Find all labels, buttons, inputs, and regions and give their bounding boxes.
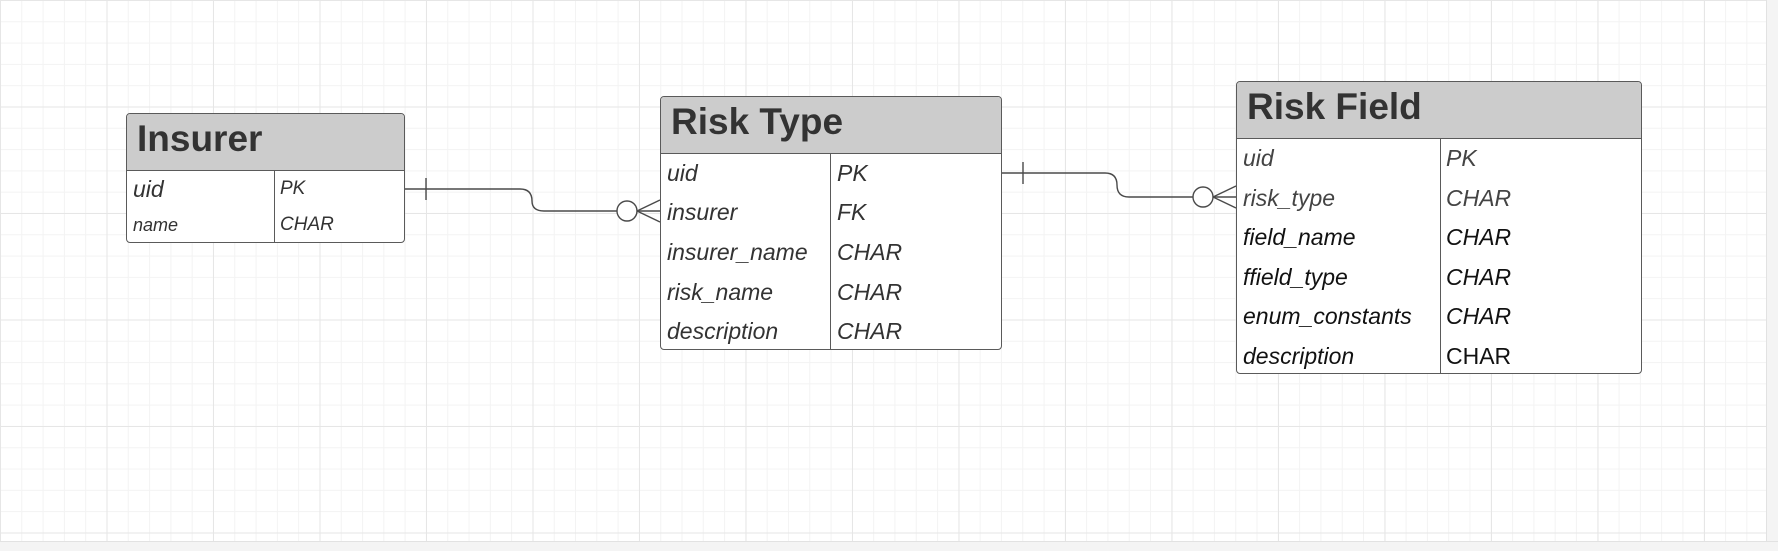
field-name: uid [1243, 145, 1274, 171]
field-row[interactable]: insurer FK [661, 193, 1001, 231]
entity-fields: uid PK insurer FK insurer_name CHAR risk… [661, 154, 1001, 349]
horizontal-scrollbar[interactable] [0, 541, 1778, 551]
field-row[interactable]: uid PK [1237, 139, 1641, 177]
field-type: CHAR [1446, 224, 1512, 250]
field-type: PK [280, 178, 306, 199]
field-row[interactable]: ffield_type CHAR [1237, 258, 1641, 296]
field-name: name [133, 215, 179, 235]
field-row[interactable]: insurer_name CHAR [661, 233, 1001, 271]
entity-risk-type[interactable]: Risk Type uid PK insurer FK insurer_name… [660, 96, 1002, 350]
field-name: uid [133, 176, 164, 202]
entity-title: Insurer [127, 114, 404, 171]
field-name: field_name [1243, 224, 1356, 250]
field-type: CHAR [1446, 185, 1512, 211]
field-type: CHAR [1446, 303, 1512, 329]
column-divider [1440, 139, 1441, 373]
field-type: CHAR [1446, 343, 1512, 369]
field-name: insurer_name [667, 239, 808, 265]
column-divider [274, 171, 275, 242]
field-row[interactable]: description CHAR [661, 312, 1001, 349]
entity-fields: uid PK risk_type CHAR field_name CHAR ff… [1237, 139, 1641, 373]
field-name: ffield_type [1243, 264, 1348, 290]
field-name: description [1243, 343, 1355, 369]
entity-title: Risk Field [1237, 82, 1641, 139]
field-name: description [667, 318, 779, 344]
field-type: CHAR [280, 214, 334, 235]
field-type: FK [837, 199, 867, 225]
field-row[interactable]: name CHAR [127, 209, 404, 241]
field-name: enum_constants [1243, 303, 1412, 329]
field-type: CHAR [837, 279, 903, 305]
field-row[interactable]: uid PK [661, 154, 1001, 192]
field-name: uid [667, 160, 698, 186]
field-type: CHAR [837, 239, 903, 265]
relationship-risk-type-risk-field[interactable] [1001, 162, 1237, 209]
field-name: insurer [667, 199, 738, 225]
relationship-insurer-risk-type[interactable] [404, 178, 661, 223]
field-type: PK [837, 160, 868, 186]
entity-fields: uid PK name CHAR [127, 171, 404, 242]
field-row[interactable]: risk_type CHAR [1237, 179, 1641, 217]
entity-insurer[interactable]: Insurer uid PK name CHAR [126, 113, 405, 243]
entity-title: Risk Type [661, 97, 1001, 154]
field-name: risk_name [667, 279, 774, 305]
field-row[interactable]: description CHAR [1237, 337, 1641, 373]
field-row[interactable]: enum_constants CHAR [1237, 297, 1641, 335]
field-type: PK [1446, 145, 1477, 171]
column-divider [830, 154, 831, 349]
field-row[interactable]: field_name CHAR [1237, 218, 1641, 256]
field-type: CHAR [1446, 264, 1512, 290]
vertical-scrollbar[interactable] [1766, 0, 1778, 550]
field-name: risk_type [1243, 185, 1336, 211]
field-row[interactable]: uid PK [127, 173, 404, 205]
field-type: CHAR [837, 318, 903, 344]
entity-risk-field[interactable]: Risk Field uid PK risk_type CHAR field_n… [1236, 81, 1642, 374]
field-row[interactable]: risk_name CHAR [661, 273, 1001, 311]
